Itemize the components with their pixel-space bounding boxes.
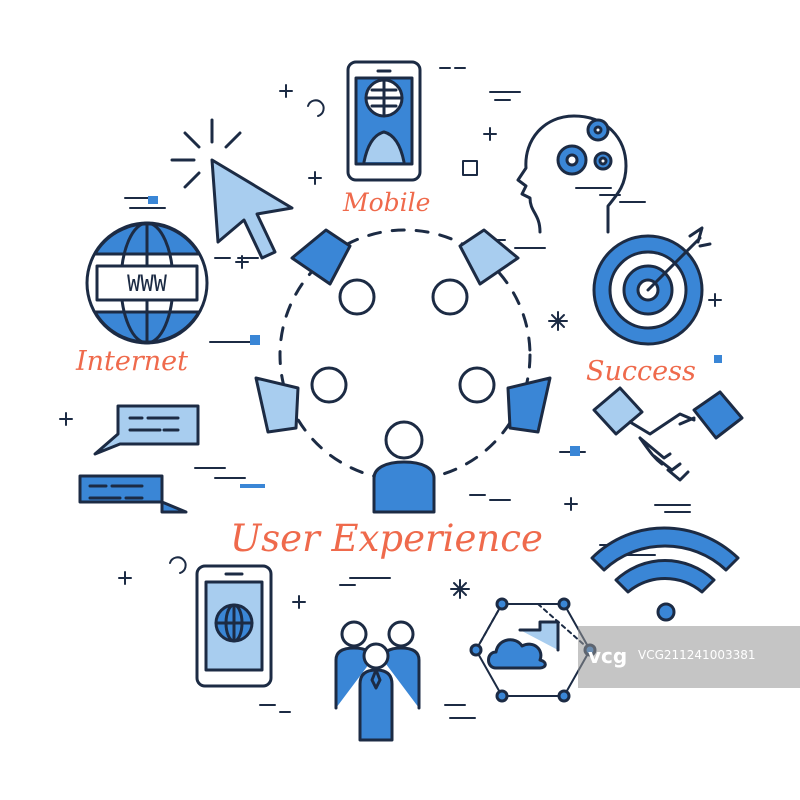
watermark-logo: vcg [588, 644, 628, 668]
tablet-globe-icon [195, 564, 273, 688]
decorative-marks [59, 67, 722, 719]
mobile-phone-icon [346, 60, 422, 182]
head-gears-icon [516, 114, 628, 234]
handshake-icon [592, 386, 744, 482]
label-internet: Internet [76, 346, 189, 377]
label-success: Success [586, 356, 696, 387]
watermark: vcg VCG211241003381 [578, 626, 800, 688]
globe-www-text: WWW [127, 272, 167, 297]
diagram-title: User Experience [230, 517, 543, 560]
cursor-icon [170, 118, 294, 260]
team-icon [334, 620, 421, 742]
people-circle-icon [254, 228, 552, 514]
globe-www-icon [85, 221, 209, 345]
chat-bubbles-icon [78, 404, 200, 514]
cloud-network-icon [469, 597, 597, 703]
label-mobile: Mobile [343, 188, 431, 217]
target-arrow-icon [592, 226, 712, 346]
wifi-icon [590, 526, 740, 622]
watermark-id: VCG211241003381 [638, 648, 756, 662]
